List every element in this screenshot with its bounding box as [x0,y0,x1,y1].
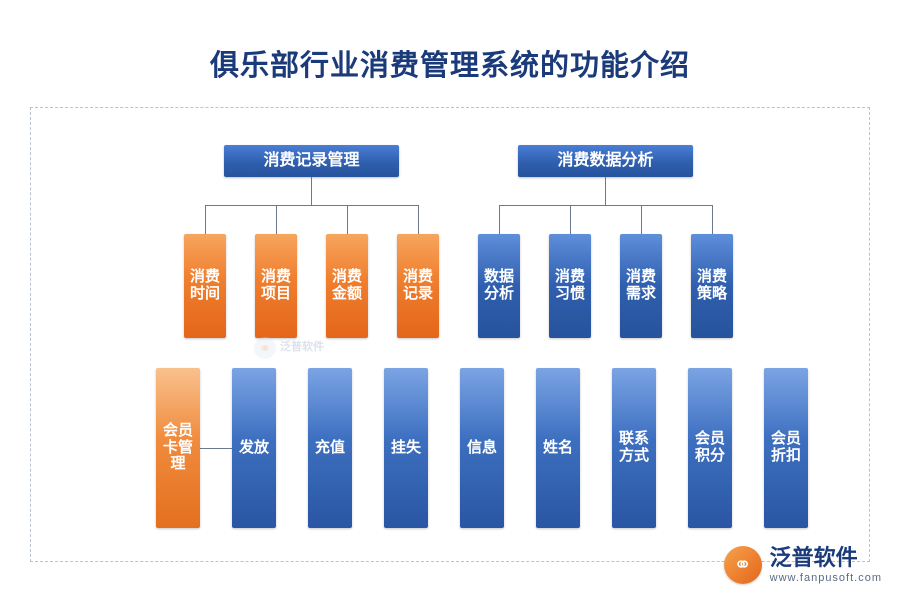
fanpu-logo-icon: ⚭ [723,546,762,584]
brand-url: www.fanpusoft.com [769,571,882,584]
leaf-box-consume-demand[interactable]: 消费需求 [620,234,662,338]
connector-vertical [418,205,419,234]
leaf-box-consume-amount[interactable]: 消费金额 [326,234,368,338]
bottom-box-name[interactable]: 姓名 [536,368,580,528]
fanpu-mark-icon: ⚭ [254,337,276,359]
connector-vertical [605,177,606,205]
leaf-box-consume-item[interactable]: 消费项目 [255,234,297,338]
connector-horizontal [205,205,418,206]
leaf-box-data-analysis[interactable]: 数据分析 [478,234,520,338]
bottom-box-discount[interactable]: 会员折扣 [764,368,808,528]
connector-vertical [641,205,642,234]
brand-logo: ⚭ 泛普软件 www.fanpusoft.com [723,544,882,584]
leaf-box-consume-habit[interactable]: 消费习惯 [549,234,591,338]
bottom-box-report-loss[interactable]: 挂失 [384,368,428,528]
leaf-box-consume-strategy[interactable]: 消费策略 [691,234,733,338]
diagram-frame [30,107,870,562]
leaf-box-consume-time[interactable]: 消费时间 [184,234,226,338]
connector-horizontal [200,448,232,449]
connector-horizontal [499,205,712,206]
connector-vertical [499,205,500,234]
connector-vertical [570,205,571,234]
leaf-box-consume-record[interactable]: 消费记录 [397,234,439,338]
page-title: 俱乐部行业消费管理系统的功能介绍 [209,50,690,82]
group-header-1[interactable]: 消费记录管理 [224,145,399,177]
connector-vertical [276,205,277,234]
bottom-box-recharge[interactable]: 充值 [308,368,352,528]
group-header-2[interactable]: 消费数据分析 [518,145,693,177]
brand-name-cn: 泛普软件 [769,544,858,570]
watermark-label: 泛普软件 [280,341,324,354]
center-watermark: ⚭ 泛普软件 [254,337,324,359]
bottom-box-points[interactable]: 会员积分 [688,368,732,528]
bottom-box-information[interactable]: 信息 [460,368,504,528]
bottom-box-member-card[interactable]: 会员卡管理 [156,368,200,528]
connector-vertical [712,205,713,234]
bottom-box-issue[interactable]: 发放 [232,368,276,528]
connector-vertical [205,205,206,234]
bottom-box-contact[interactable]: 联系方式 [612,368,656,528]
connector-vertical [347,205,348,234]
connector-vertical [311,177,312,205]
